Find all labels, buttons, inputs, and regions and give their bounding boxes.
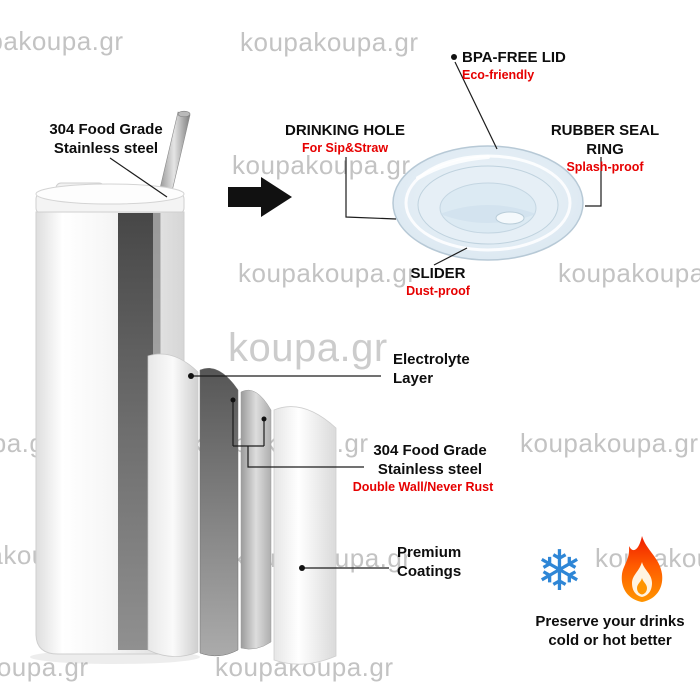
label-rubber-seal-ring: RUBBER SEAL RING Splash-proof — [537, 121, 673, 175]
label-material-top-line2: Stainless steel — [53, 140, 159, 157]
label-material-top: 304 Food Grade Stainless steel — [40, 120, 172, 158]
watermark: koupakoupa.gr — [0, 26, 124, 56]
premium-line2: Coatings — [397, 563, 462, 580]
label-electrolyte-layer: Electrolyte Layer — [393, 350, 470, 388]
drinking-hole-title: DRINKING HOLE — [285, 122, 405, 139]
slider-subtitle: Dust-proof — [406, 284, 470, 298]
electrolyte-line2: Layer — [393, 370, 434, 387]
watermark: koupakoupa.gr — [558, 258, 700, 288]
label-drinking-hole: DRINKING HOLE For Sip&Straw — [284, 121, 406, 156]
watermark: koupakoupa.gr — [520, 428, 699, 458]
layer-electrolyte — [240, 389, 272, 650]
lid-drinking-hole — [495, 211, 525, 225]
watermark: koupakoupa.gr — [240, 27, 419, 57]
annotation-dots — [188, 54, 457, 571]
annotation-lines — [109, 61, 602, 569]
snowflake-icon: ❄ — [536, 539, 583, 602]
label-bpa-free-lid: BPA-FREE LID Eco-friendly — [462, 48, 566, 83]
slider-title: SLIDER — [410, 265, 466, 282]
drinking-hole-subtitle: For Sip&Straw — [301, 141, 389, 155]
double-wall-line1: 304 Food Grade — [373, 442, 487, 459]
electrolyte-line1: Electrolyte — [393, 351, 470, 368]
watermark: koupakoupa.gr — [0, 652, 89, 682]
bpa-free-lid-title: BPA-FREE LID — [462, 49, 566, 66]
rubber-seal-ring-subtitle: Splash-proof — [566, 160, 644, 174]
premium-line1: Premium — [397, 544, 462, 561]
layer-coating — [273, 406, 337, 665]
lid-top-view — [392, 145, 584, 261]
double-wall-subtitle: Double Wall/Never Rust — [352, 480, 494, 494]
right-arrow-icon — [228, 177, 292, 217]
preserve-line1: Preserve your drinks — [535, 613, 685, 630]
label-material-top-line1: 304 Food Grade — [49, 121, 163, 138]
bpa-free-lid-subtitle: Eco-friendly — [462, 68, 535, 82]
label-double-wall: 304 Food Grade Stainless steel Double Wa… — [353, 441, 494, 495]
flame-icon — [621, 536, 663, 602]
watermark-large: koupa.gr — [228, 326, 388, 370]
label-preserve: Preserve your drinks cold or hot better — [518, 612, 700, 650]
layer-steel-dark — [199, 368, 239, 657]
label-premium-coatings: Premium Coatings — [397, 543, 461, 581]
rubber-seal-ring-title: RUBBER SEAL RING — [550, 122, 660, 158]
label-slider: SLIDER Dust-proof — [396, 264, 480, 299]
wall-layers — [147, 353, 337, 665]
layer-outer-wall — [147, 353, 199, 657]
double-wall-line2: Stainless steel — [377, 461, 483, 478]
preserve-line2: cold or hot better — [548, 632, 672, 649]
watermark: koupakoupa.gr — [238, 258, 417, 288]
watermark: koupakoupa.gr — [232, 150, 411, 180]
